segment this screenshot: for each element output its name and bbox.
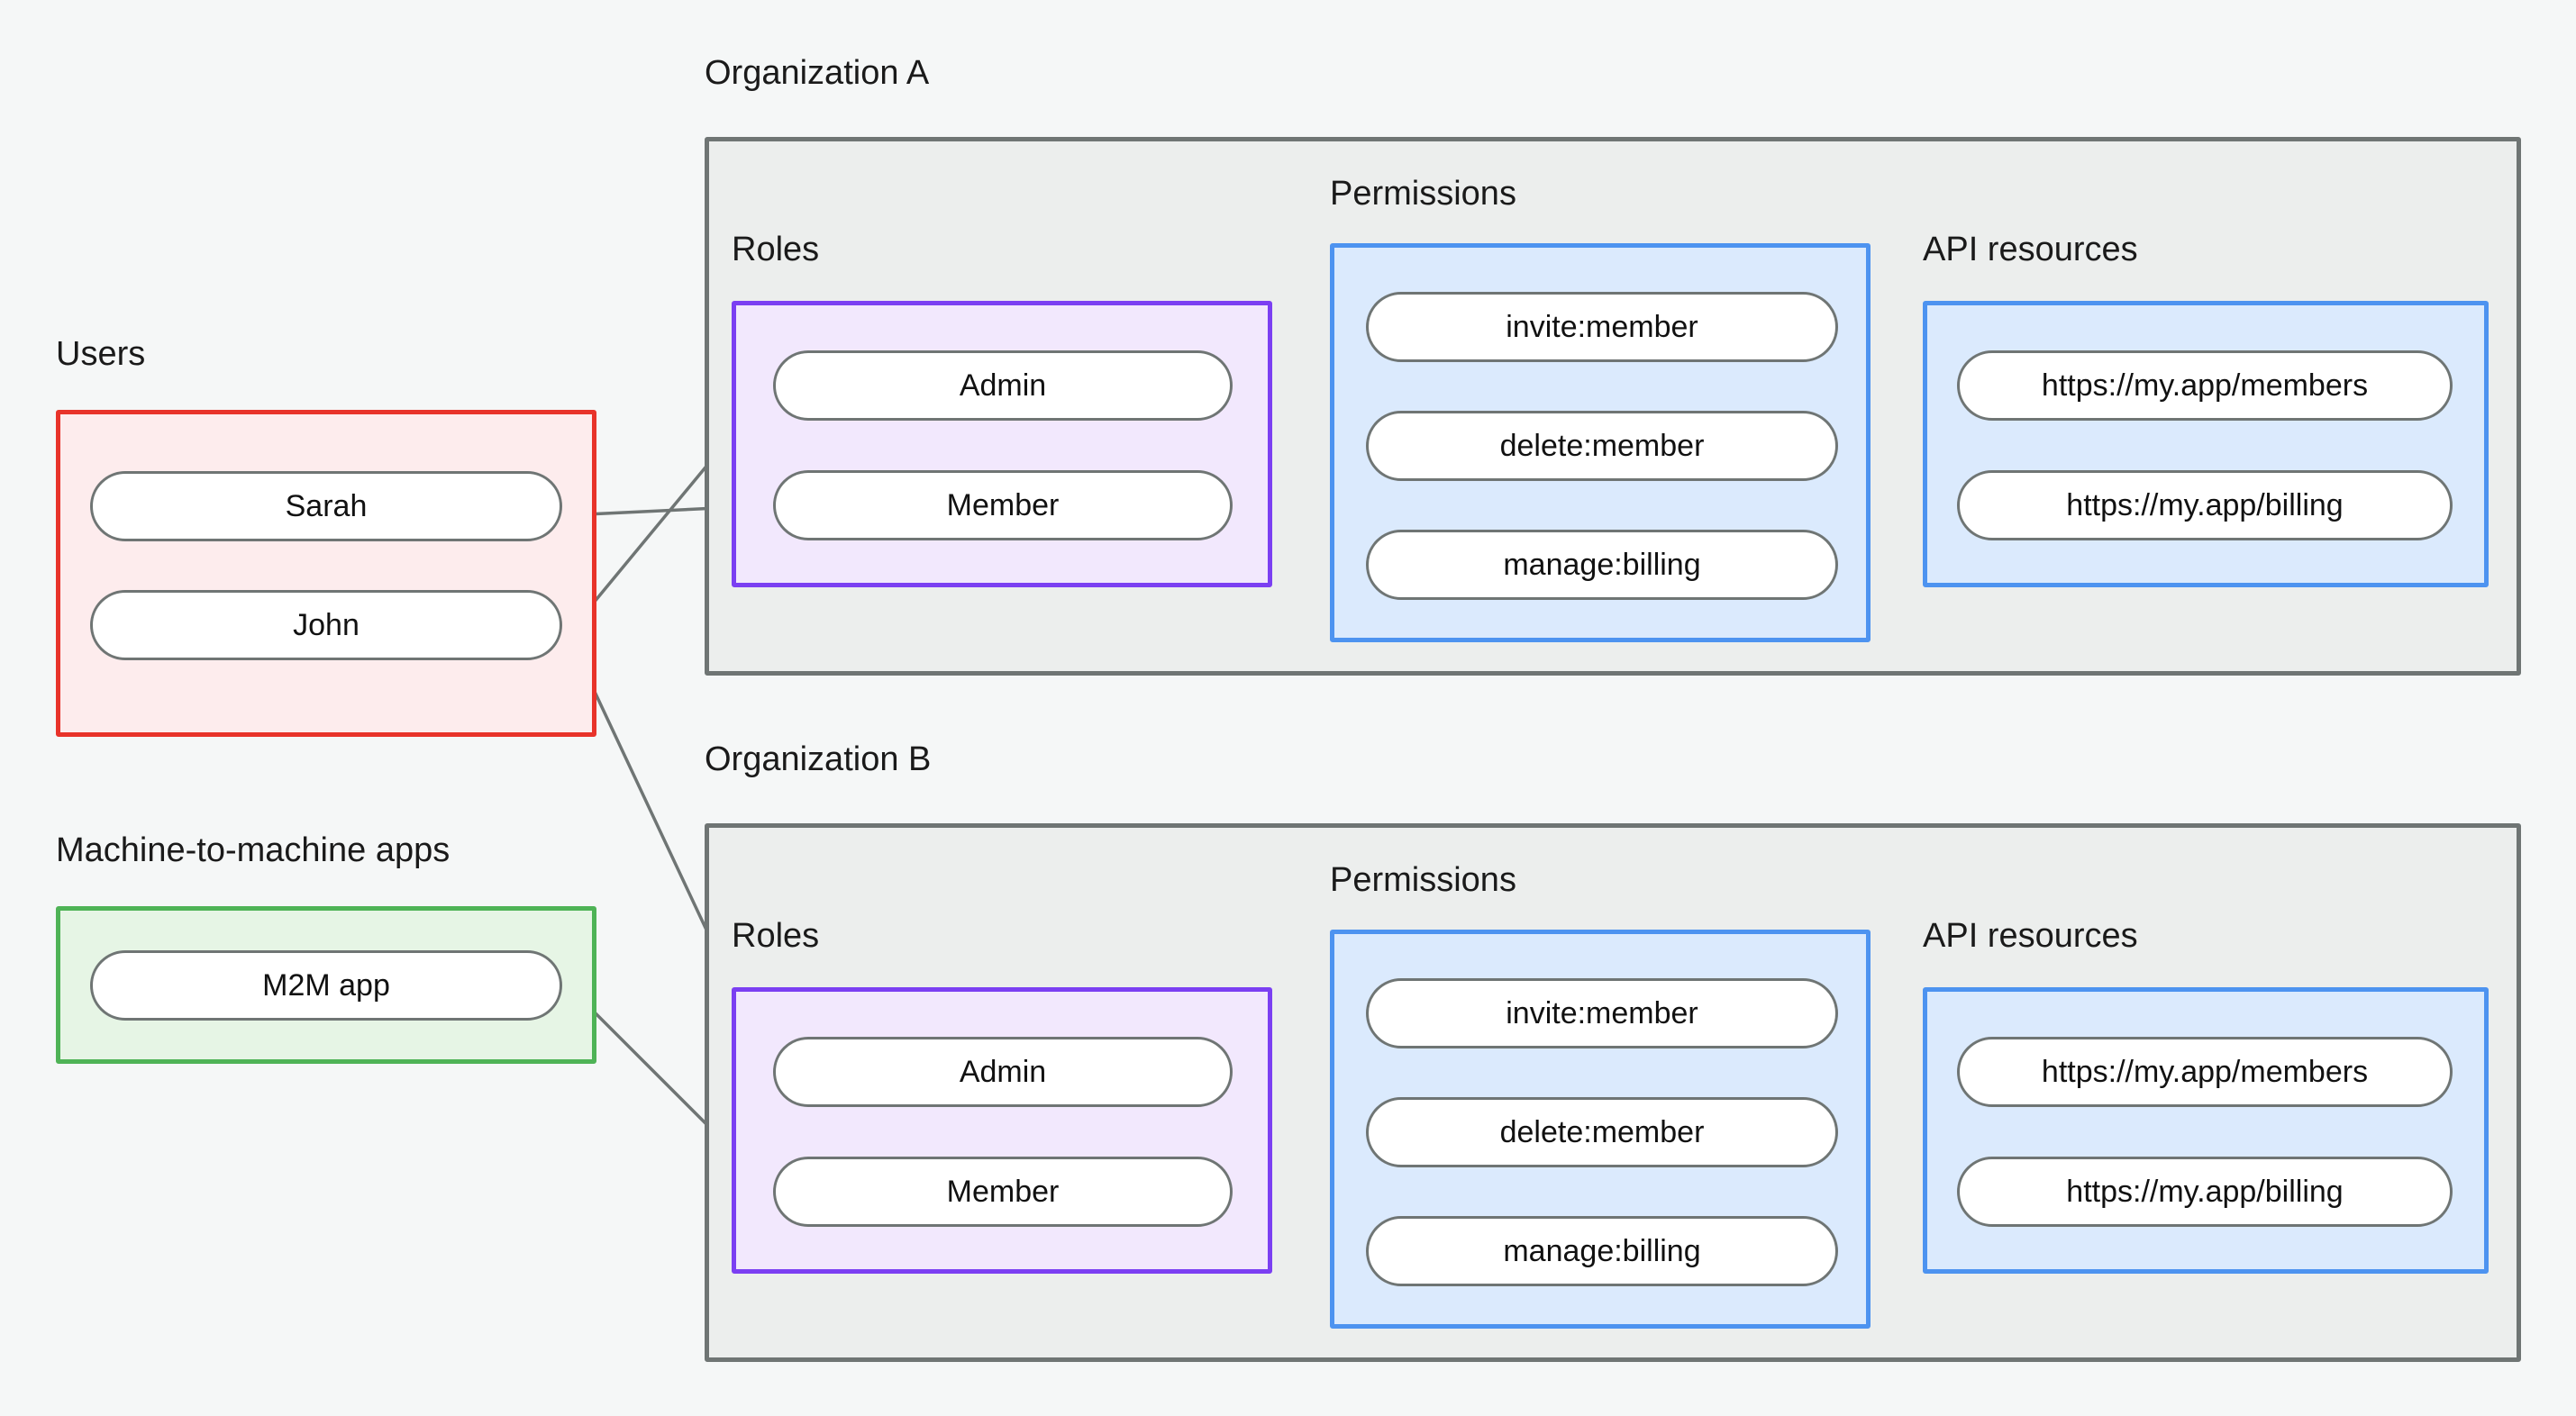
org-a-role-pill-admin[interactable]: Admin <box>773 350 1233 421</box>
org-b-api-caption: API resources <box>1923 917 2138 955</box>
org-a-api-pill-members[interactable]: https://my.app/members <box>1957 350 2453 421</box>
org-b-api-pill-members[interactable]: https://my.app/members <box>1957 1037 2453 1107</box>
org-a-role-pill-member[interactable]: Member <box>773 470 1233 540</box>
org-b-api-pill-billing[interactable]: https://my.app/billing <box>1957 1157 2453 1227</box>
org-a-api-group <box>1923 301 2489 587</box>
org-a-api-pill-billing[interactable]: https://my.app/billing <box>1957 470 2453 540</box>
org-b-permissions-caption: Permissions <box>1330 861 1516 899</box>
org-b-role-pill-admin[interactable]: Admin <box>773 1037 1233 1107</box>
org-a-permission-pill-delete-member[interactable]: delete:member <box>1366 411 1838 481</box>
org-b-role-pill-member[interactable]: Member <box>773 1157 1233 1227</box>
m2m-pill-app[interactable]: M2M app <box>90 950 562 1021</box>
org-b-caption: Organization B <box>705 740 932 778</box>
org-b-roles-group <box>732 987 1272 1274</box>
org-b-permission-pill-invite-member[interactable]: invite:member <box>1366 978 1838 1048</box>
org-b-roles-caption: Roles <box>732 917 820 955</box>
org-a-permissions-caption: Permissions <box>1330 175 1516 213</box>
users-group <box>56 410 596 737</box>
org-a-api-caption: API resources <box>1923 231 2138 268</box>
org-b-api-group <box>1923 987 2489 1274</box>
org-a-caption: Organization A <box>705 54 930 92</box>
org-b-permission-pill-manage-billing[interactable]: manage:billing <box>1366 1216 1838 1286</box>
users-caption: Users <box>56 335 146 373</box>
org-a-permission-pill-invite-member[interactable]: invite:member <box>1366 292 1838 362</box>
user-pill-john[interactable]: John <box>90 590 562 660</box>
org-b-permission-pill-delete-member[interactable]: delete:member <box>1366 1097 1838 1167</box>
org-a-permission-pill-manage-billing[interactable]: manage:billing <box>1366 530 1838 600</box>
org-a-roles-caption: Roles <box>732 231 820 268</box>
m2m-caption: Machine-to-machine apps <box>56 831 451 869</box>
org-a-roles-group <box>732 301 1272 587</box>
user-pill-sarah[interactable]: Sarah <box>90 471 562 541</box>
